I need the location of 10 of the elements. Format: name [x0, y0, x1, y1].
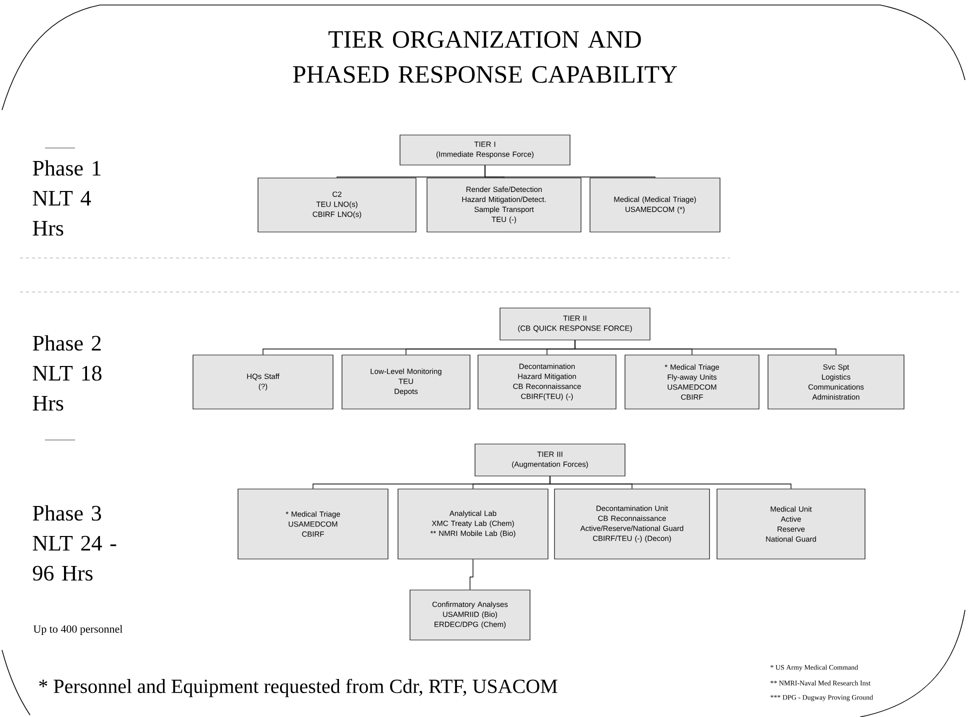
phase-label: Phase 3 NLT 24 - 96 Hrs [32, 505, 116, 581]
connector [484, 164, 656, 178]
phase-label: Phase 1 NLT 4 Hrs [32, 160, 101, 236]
connector [574, 340, 836, 356]
note: Up to 400 personnel [33, 625, 122, 635]
title: TIER ORGANIZATION AND PHASED RESPONSE CAPABILITY [293, 31, 677, 83]
connector [550, 476, 792, 490]
phase-label: Phase 2 NLT 18 Hrs [32, 335, 102, 411]
connector [470, 558, 474, 590]
note: * Personnel and Equipment requested from Cdr, RTF, USACOM [39, 678, 558, 698]
